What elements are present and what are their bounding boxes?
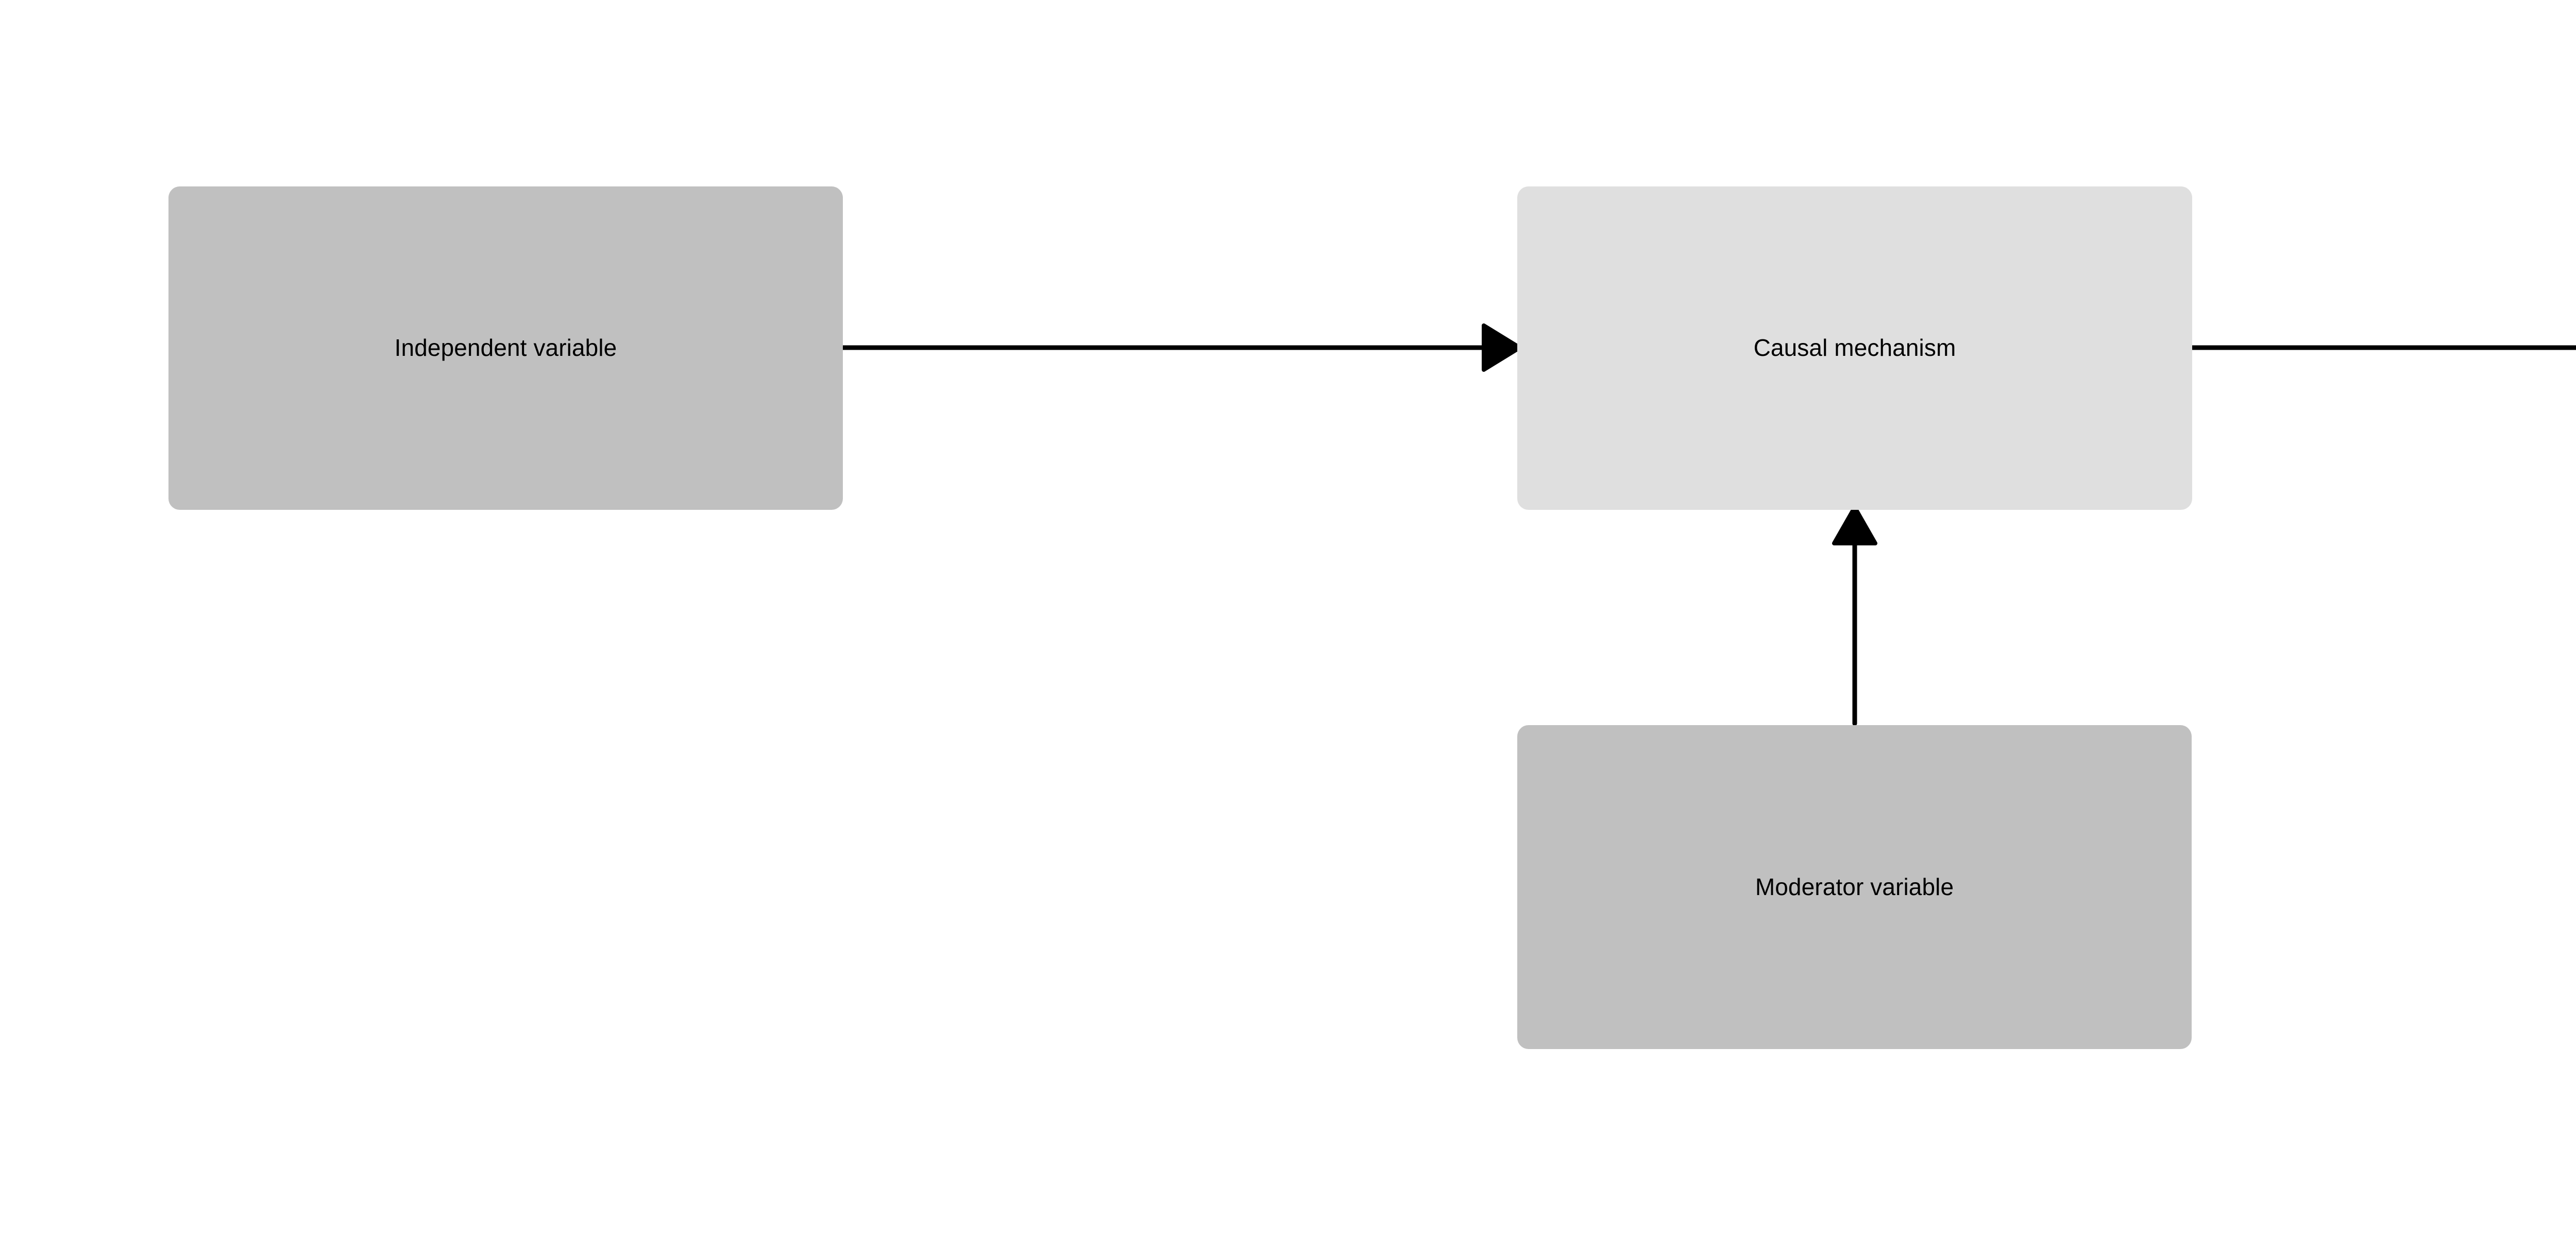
edge-independent-to-causal xyxy=(839,323,1522,372)
node-causal-mechanism[interactable]: Causal mechanism xyxy=(1517,186,2192,510)
edge-moderator-to-causal-arrowhead xyxy=(1832,505,1877,545)
node-independent-variable[interactable]: Independent variable xyxy=(168,186,843,510)
edge-independent-to-causal-arrowhead xyxy=(1482,323,1522,372)
node-moderator-variable-label: Moderator variable xyxy=(1755,873,1954,900)
edge-causal-to-dependent xyxy=(2188,345,2576,350)
node-moderator-variable[interactable]: Moderator variable xyxy=(1517,725,2192,1049)
node-independent-variable-label: Independent variable xyxy=(394,334,617,362)
node-causal-mechanism-label: Causal mechanism xyxy=(1753,334,1956,362)
edge-moderator-to-causal xyxy=(1832,505,1877,726)
